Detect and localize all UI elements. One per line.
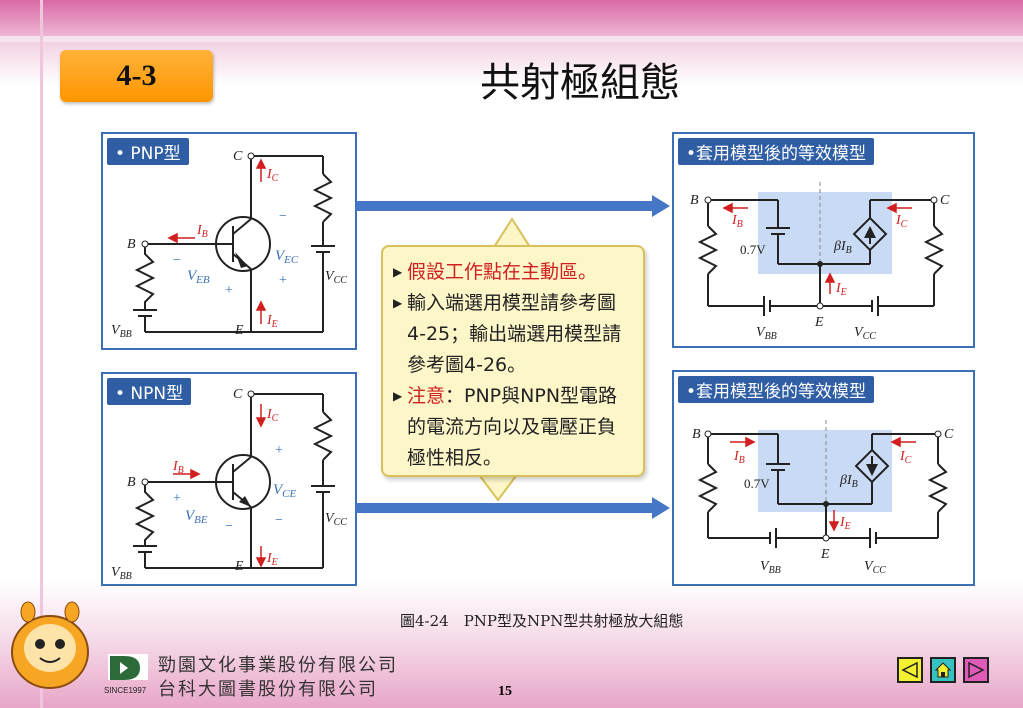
note-box: ▶ 假設工作點在主動區。 ▶ 輸入端選用模型請參考圖4-25；輸出端選用模型請參… [381,245,645,477]
company-logo-icon [108,654,148,680]
company-names: 勁園文化事業股份有限公司 台科大圖書股份有限公司 [158,654,398,702]
bullet-icon: ▶ [393,296,403,310]
svg-text:E: E [234,559,244,574]
margin-line [40,0,43,708]
svg-text:E: E [814,315,824,330]
mascot-logo [11,601,89,689]
arrow-top [356,201,652,211]
page-number: 15 [498,684,512,699]
prev-icon [901,661,918,679]
pnp-circuit: C B E VBB VCC VEC VEB − + − + IC IB IE [111,149,347,340]
svg-text:B: B [690,193,699,208]
next-icon [968,661,985,679]
svg-text:VCC: VCC [864,559,886,576]
home-button[interactable] [930,657,956,683]
svg-text:VBB: VBB [760,559,781,576]
note-item-1: ▶ 假設工作點在主動區。 [393,257,633,288]
arrow-top-head [652,195,670,217]
prev-button[interactable] [897,657,923,683]
svg-text:IC: IC [266,167,279,184]
arrow-bottom-head [652,497,670,519]
svg-text:IE: IE [266,313,278,330]
note-pointer-bottom [478,474,518,502]
svg-text:IE: IE [835,281,847,298]
svg-text:IC: IC [266,407,279,424]
svg-text:−: − [173,253,181,268]
bullet-icon: ▶ [393,265,403,279]
section-badge: 4-3 [60,50,213,102]
svg-text:IC: IC [895,213,908,230]
top-banner [0,0,1023,36]
svg-text:VEC: VEC [275,248,299,266]
svg-text:C: C [944,427,954,442]
note-text-3-red: 注意 [407,385,446,407]
home-icon [934,662,952,678]
npn-label: • NPN型 [107,378,192,405]
equivalent-top-label: •套用模型後的等效模型 [678,138,875,165]
svg-text:0.7V: 0.7V [740,242,766,257]
npn-panel: • NPN型 [101,372,357,586]
equivalent-bottom-label: •套用模型後的等效模型 [678,376,875,403]
next-button[interactable] [963,657,989,683]
svg-text:VBE: VBE [185,508,208,526]
bullet-icon: ▶ [393,389,403,403]
company-name-1: 勁園文化事業股份有限公司 [158,655,398,676]
svg-text:VBB: VBB [756,325,777,342]
company-name-2: 台科大圖書股份有限公司 [158,679,378,700]
note-text-1: 假設工作點在主動區。 [407,261,598,283]
svg-text:+: + [279,273,287,288]
svg-text:VBB: VBB [111,323,132,340]
svg-text:C: C [233,149,243,164]
svg-text:B: B [127,237,136,252]
npn-circuit: C B E VBB VCC VCE VBE + − + − IC IB IE [111,387,347,582]
svg-text:VCE: VCE [273,482,297,500]
svg-text:C: C [940,193,950,208]
svg-text:IE: IE [839,515,851,532]
svg-text:IE: IE [266,551,278,568]
svg-text:E: E [234,323,244,338]
svg-text:−: − [275,513,283,528]
svg-text:IB: IB [172,459,184,476]
svg-text:VCC: VCC [854,325,876,342]
svg-text:B: B [127,475,136,490]
svg-text:IB: IB [733,449,745,466]
equivalent-top-panel: •套用模型後的等效模型 [672,132,975,348]
arrow-bottom [356,503,652,513]
note-text-2: 輸入端選用模型請參考圖4-25；輸出端選用模型請參考圖4-26。 [407,292,622,376]
pnp-panel: • PNP型 [101,132,357,350]
svg-text:E: E [820,547,830,562]
svg-text:−: − [225,519,233,534]
svg-text:VCC: VCC [325,511,347,528]
svg-text:−: − [279,209,287,224]
svg-text:VBB: VBB [111,565,132,582]
pnp-label: • PNP型 [107,138,189,165]
svg-text:IC: IC [899,449,912,466]
svg-text:+: + [225,283,233,298]
svg-text:VCC: VCC [325,269,347,286]
svg-text:0.7V: 0.7V [744,476,770,491]
svg-text:C: C [233,387,243,402]
svg-text:IB: IB [731,213,743,230]
figure-caption: 圖4-24 PNP型及NPN型共射極放大組態 [400,612,684,630]
note-item-2: ▶ 輸入端選用模型請參考圖4-25；輸出端選用模型請參考圖4-26。 [393,288,633,381]
svg-text:+: + [173,491,181,506]
header-stripe [0,36,1023,42]
svg-text:VEB: VEB [187,268,210,286]
svg-text:B: B [692,427,701,442]
svg-text:+: + [275,443,283,458]
svg-text:IB: IB [196,223,208,240]
note-item-3: ▶ 注意：PNP與NPN型電路的電流方向以及電壓正負極性相反。 [393,381,633,474]
since-label: SINCE1997 [104,686,147,695]
equivalent-bottom-panel: •套用模型後的等效模型 [672,370,975,586]
note-text-3: ：PNP與NPN型電路的電流方向以及電壓正負極性相反。 [407,385,618,469]
page-title: 共射極組態 [480,60,680,106]
